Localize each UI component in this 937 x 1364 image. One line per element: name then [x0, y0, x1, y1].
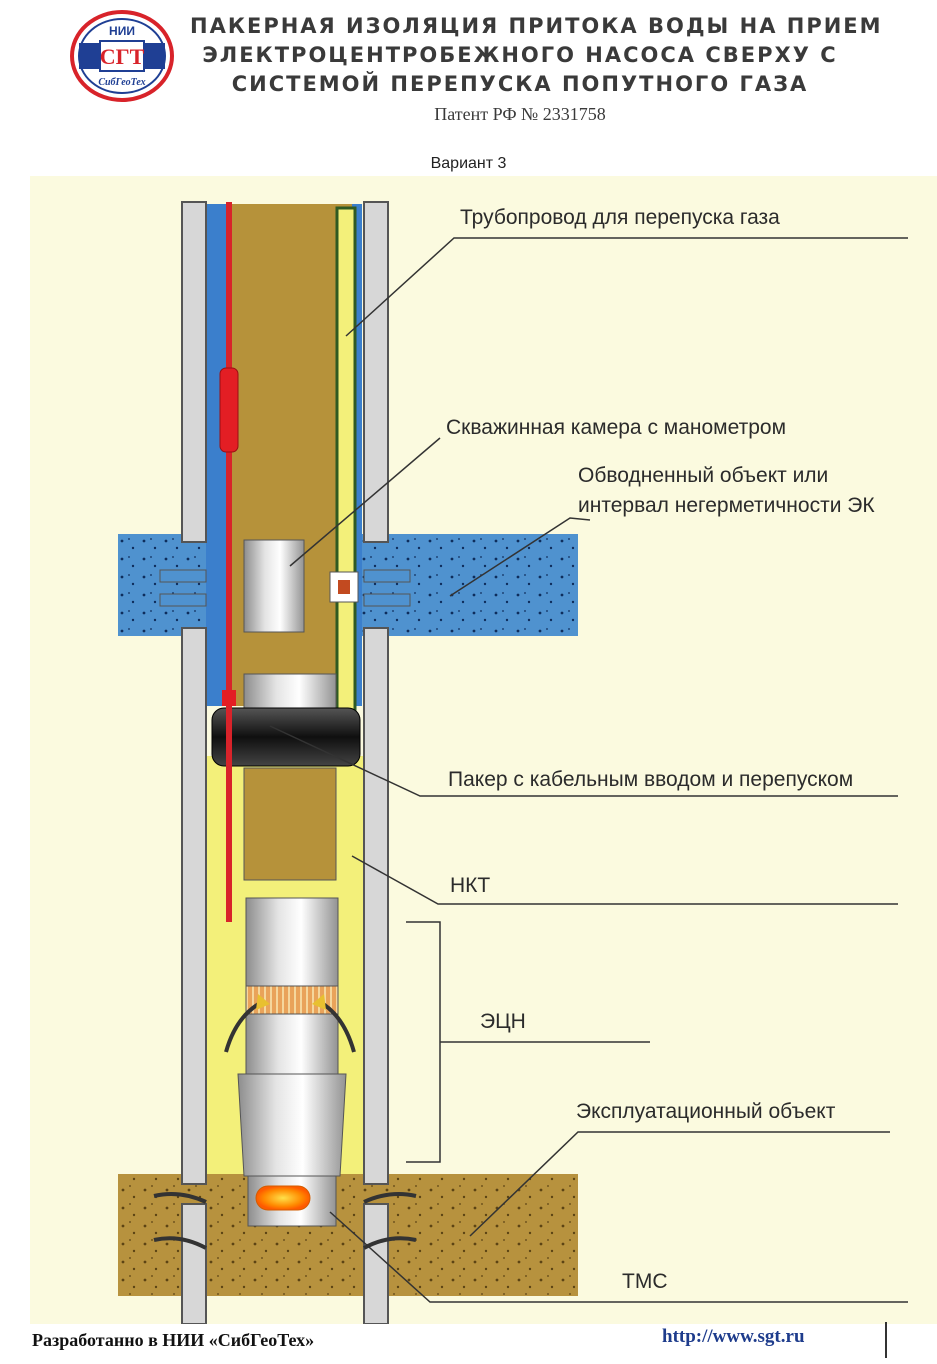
footer-divider	[885, 1322, 887, 1358]
header: НИИ СГТ СибГеоТех ПАКЕРНАЯ ИЗОЛЯЦИЯ ПРИТ…	[0, 0, 937, 180]
label-watered-1: Обводненный объект или	[578, 464, 828, 487]
pay-inflow-right-1	[363, 1192, 417, 1204]
logo-center-text: СГТ	[100, 44, 145, 69]
well-diagram: Трубопровод для перепуска газа Скважинна…	[30, 176, 937, 1324]
pay-inflow-left-2	[153, 1236, 207, 1250]
perforation-water-left	[159, 569, 207, 583]
title-line-2: ЭЛЕКТРОЦЕНТРОБЕЖНОГО НАСОСА СВЕРХУ С	[202, 43, 838, 67]
esp-upper	[245, 897, 339, 987]
label-gas-pipeline: Трубопровод для перепуска газа	[460, 206, 780, 229]
leader-gas-pipeline	[345, 237, 908, 337]
label-tms: ТМС	[622, 1270, 668, 1293]
patent-number: Патент РФ № 2331758	[434, 104, 606, 124]
tms-glow	[255, 1185, 311, 1211]
leader-tubing	[351, 855, 898, 905]
casing-left-upper	[181, 201, 207, 543]
leader-watered	[449, 517, 591, 597]
tubing-section-2	[243, 767, 337, 881]
label-esp: ЭЦН	[480, 1010, 526, 1033]
casing-left-mid	[181, 627, 207, 1185]
annulus-blue-right	[352, 204, 362, 706]
leader-chamber	[289, 437, 441, 567]
leader-tms	[329, 1211, 908, 1303]
casing-left-lower	[181, 1203, 207, 1324]
footer-developer: Разработанно в НИИ «СибГеоТех»	[32, 1330, 315, 1350]
leader-packer	[269, 725, 898, 797]
esp-lower	[237, 1073, 347, 1177]
perforation-water-right-2	[363, 593, 411, 607]
title-line-1: ПАКЕРНАЯ ИЗОЛЯЦИЯ ПРИТОКА ВОДЫ НА ПРИЕМ	[190, 14, 883, 38]
label-tubing: НКТ	[450, 874, 490, 897]
casing-right-upper	[363, 201, 389, 543]
pay-inflow-left-1	[153, 1192, 207, 1204]
logo-top-text: НИИ	[109, 24, 135, 38]
footer-url[interactable]: http://www.sgt.ru	[662, 1326, 805, 1347]
variant-label: Вариант 3	[430, 155, 507, 172]
casing-right-lower	[363, 1203, 389, 1324]
perforation-water-left-2	[159, 593, 207, 607]
leader-pay	[469, 1131, 890, 1237]
cable-protector	[219, 367, 239, 453]
perforation-water-right	[363, 569, 411, 583]
chamber	[243, 539, 305, 633]
esp-middle	[245, 1013, 339, 1075]
diagram-background	[30, 176, 937, 1324]
label-watered-2: интервал негерметичности ЭК	[578, 494, 875, 517]
sgt-logo: НИИ СГТ СибГеоТех	[70, 10, 174, 102]
title-line-3: СИСТЕМОЙ ПЕРЕПУСКА ПОПУТНОГО ГАЗА	[231, 72, 809, 96]
gas-bypass-line	[335, 206, 357, 768]
cable-clamp	[222, 690, 236, 706]
label-pay-zone: Эксплуатационный объект	[576, 1100, 836, 1123]
logo-bottom-text: СибГеоТех	[98, 77, 145, 88]
casing-right-mid	[363, 627, 389, 1185]
label-chamber: Скважинная камера с манометром	[446, 416, 786, 439]
power-cable	[226, 202, 232, 922]
label-packer: Пакер с кабельным вводом и перепуском	[448, 768, 853, 791]
page-title: ПАКЕРНАЯ ИЗОЛЯЦИЯ ПРИТОКА ВОДЫ НА ПРИЕМ …	[190, 12, 883, 99]
